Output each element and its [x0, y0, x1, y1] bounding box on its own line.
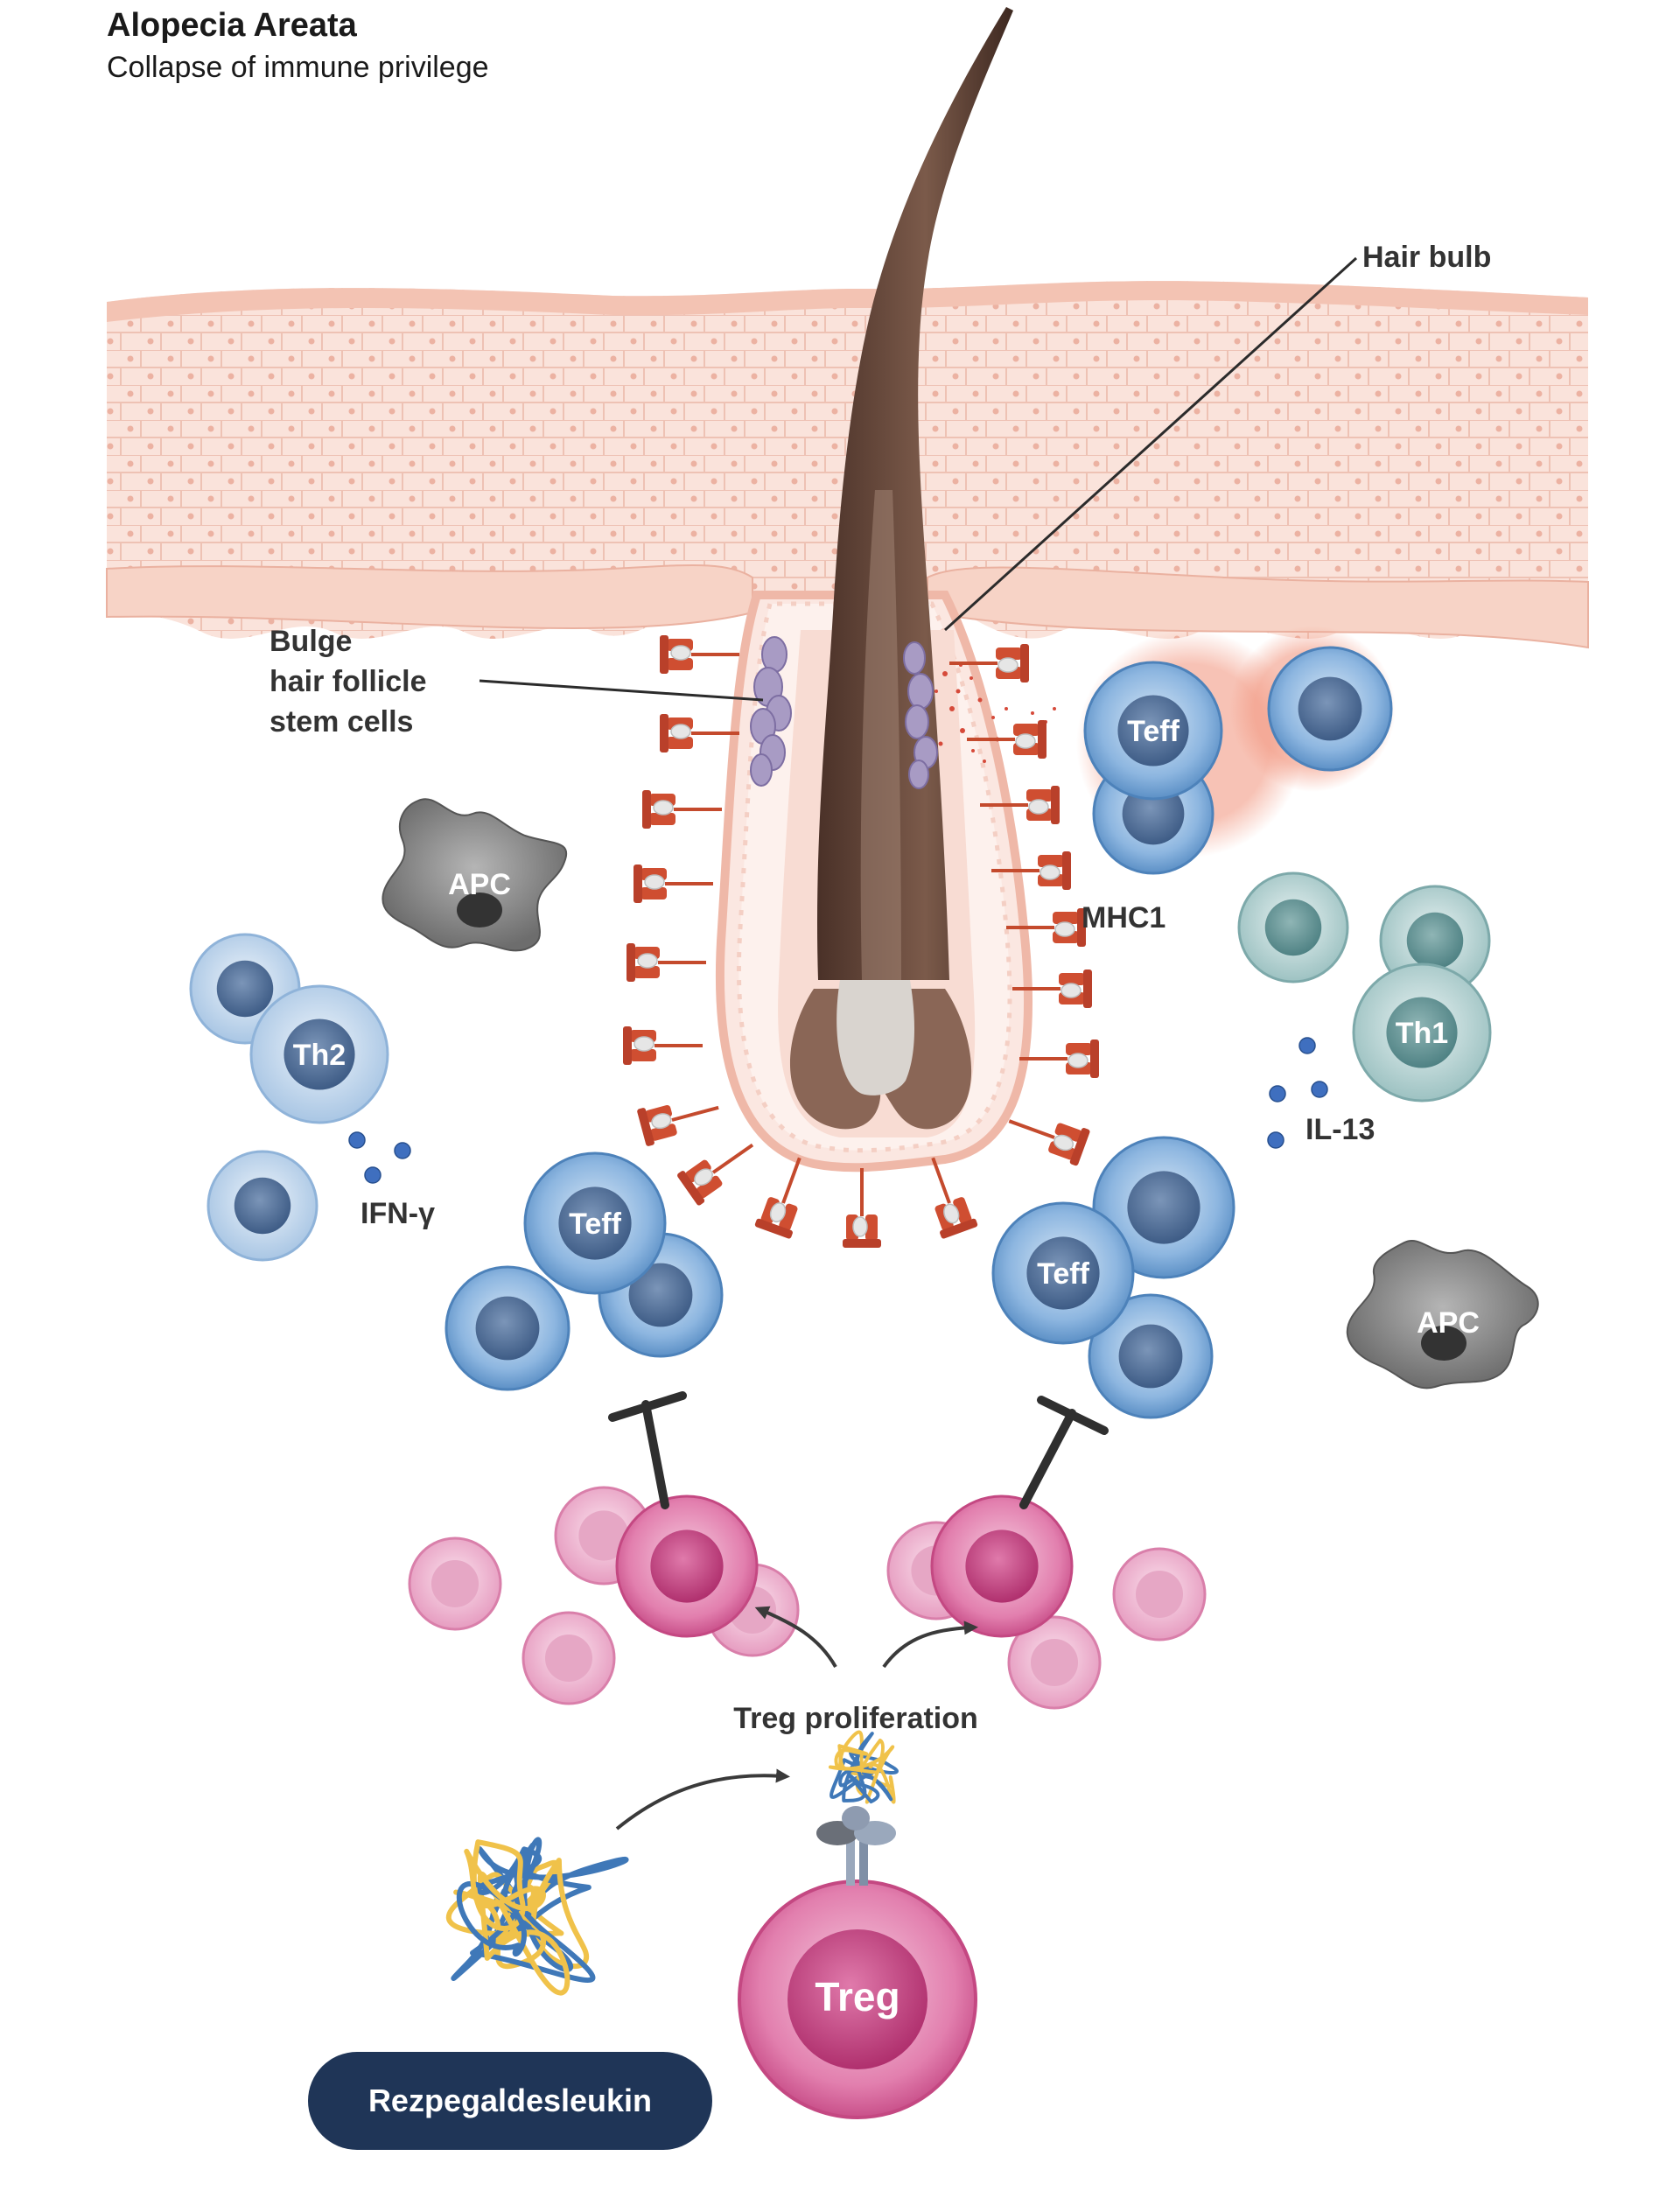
- pink-cell: [1007, 1615, 1102, 1710]
- mhc1-receptor: [660, 714, 739, 752]
- mhc1-receptor: [660, 635, 739, 674]
- mhc1-receptor: [626, 943, 706, 982]
- treg-cell: Treg: [738, 1880, 977, 2119]
- mhc1-receptor: [623, 1026, 703, 1065]
- mhc1-receptor: [642, 790, 722, 829]
- pink-cell: [522, 1611, 616, 1705]
- pink-cell: [408, 1536, 502, 1631]
- bulge-label-line3: stem cells: [270, 705, 413, 738]
- bound-molecule: [828, 1730, 899, 1804]
- basal-layer: [106, 564, 1589, 649]
- ifn-gamma-label: IFN-γ: [360, 1197, 435, 1230]
- apc-cell-right: APC: [1346, 1240, 1539, 1390]
- teff-cell: Teff: [523, 1152, 667, 1295]
- mhc1-receptor: [843, 1168, 881, 1248]
- mhc1-receptor: [967, 720, 1046, 759]
- il13-label: IL-13: [1306, 1113, 1375, 1146]
- th2-cell: Th2: [249, 984, 389, 1124]
- blue-cell: [1267, 646, 1393, 772]
- mhc1-label: MHC1: [1082, 901, 1166, 934]
- teff-label: Teff: [1127, 715, 1180, 748]
- th2-label: Th2: [293, 1039, 346, 1072]
- pink-cell: [1112, 1547, 1207, 1642]
- pinkStrong-cell: [615, 1494, 759, 1638]
- apc-cell-left: APC: [382, 798, 568, 952]
- mhc1-receptor: [1008, 1119, 1090, 1166]
- mhc1-receptor: [677, 1143, 754, 1206]
- teff-cell: Teff: [1083, 661, 1223, 801]
- blue-cell: [444, 1265, 570, 1391]
- bulge-pointer: [479, 679, 764, 702]
- th1-label: Th1: [1396, 1017, 1448, 1050]
- mhc1-receptor: [1019, 1040, 1099, 1078]
- mhc1-receptor: [637, 1104, 719, 1146]
- bulge-label-line1: Bulge: [270, 625, 352, 658]
- mhc1-receptor: [634, 864, 713, 903]
- bulge-stem-cells-right: [903, 641, 938, 789]
- ifn-gamma-dots: [348, 1131, 411, 1184]
- mhc1-receptors: [623, 635, 1099, 1248]
- teal-cell: [1237, 872, 1349, 984]
- bulge-stem-cells-left: [750, 636, 792, 787]
- mhc1-receptor: [931, 1157, 978, 1239]
- mhc1-receptor: [1006, 908, 1086, 947]
- proliferation-arrow-left: [754, 1606, 837, 1668]
- hair-bulb-pointer: [943, 256, 1358, 632]
- drug-name-badge: Rezpegaldesleukin: [308, 2052, 712, 2150]
- hair-bulb-label: Hair bulb: [1362, 241, 1491, 274]
- rezpegaldesleukin-molecule: [445, 1837, 629, 1996]
- pinkStrong-cell: [930, 1494, 1074, 1638]
- mhc1-receptor: [949, 644, 1029, 682]
- treg-proliferation-label: Treg proliferation: [733, 1702, 978, 1735]
- teff-cell: Teff: [991, 1201, 1135, 1345]
- inhibition-marker-left: [608, 1391, 687, 1509]
- blue-cell: [1088, 1293, 1214, 1419]
- proliferation-arrow-right: [882, 1620, 978, 1669]
- page-title: Alopecia Areata: [107, 7, 357, 44]
- il2-receptor: [816, 1806, 896, 1886]
- teff-label: Teff: [1037, 1257, 1089, 1291]
- teff-label: Teff: [569, 1208, 621, 1241]
- bulge-label-line2: hair follicle: [270, 665, 427, 698]
- drug-binding-arrow: [615, 1768, 790, 1830]
- mhc1-receptor: [991, 851, 1071, 890]
- th1-cell: Th1: [1352, 962, 1492, 1102]
- hair-medulla: [860, 490, 901, 980]
- apc-label-right: APC: [1417, 1306, 1480, 1340]
- blue-cell: [1092, 1136, 1236, 1279]
- mhc1-receptor: [980, 786, 1060, 824]
- pale-cell: [206, 1150, 318, 1262]
- treg-label: Treg: [815, 1974, 900, 2020]
- inhibition-marker-right: [1019, 1396, 1109, 1509]
- mhc1-receptor: [754, 1157, 802, 1239]
- apc-label-left: APC: [448, 868, 511, 901]
- il13-dots: [1267, 1037, 1328, 1149]
- page-subtitle: Collapse of immune privilege: [107, 51, 489, 84]
- mhc1-receptor: [1012, 970, 1092, 1008]
